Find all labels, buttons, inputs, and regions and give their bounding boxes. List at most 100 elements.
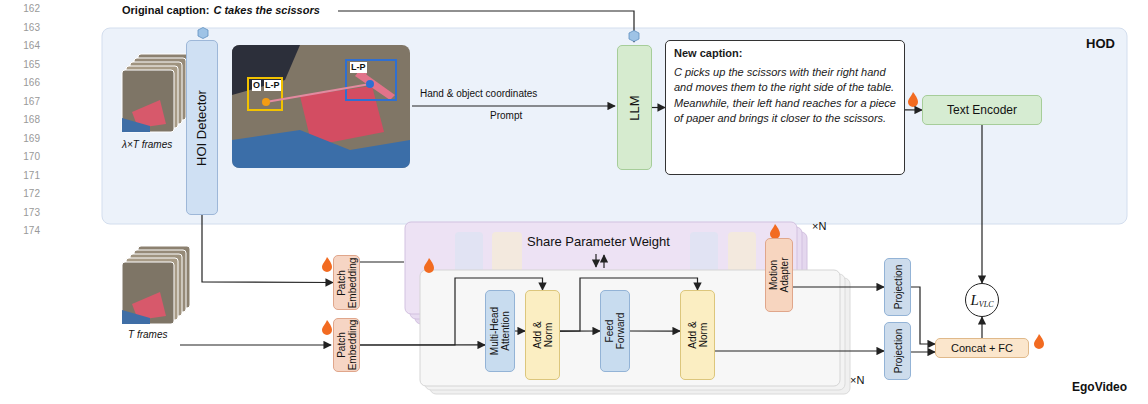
node-label: Concat + FC (951, 342, 1013, 354)
flow-arrow (360, 278, 543, 345)
shared-transformer-panel (492, 232, 522, 272)
norm-box: Add & Norm (525, 290, 560, 380)
caption-title: New caption: (674, 46, 896, 62)
shared-transformer-panel (728, 232, 756, 272)
node-label: Projection (892, 324, 903, 378)
flow-arrow (515, 330, 525, 331)
node-label: Feed Forward (604, 308, 626, 354)
repeat-label: ×N (812, 220, 826, 233)
hoi-image (366, 80, 374, 88)
caption-arrow (338, 11, 634, 42)
flow-arrow (793, 286, 884, 287)
hoi-image (232, 130, 410, 168)
node-label: Patch Embedding (336, 257, 358, 309)
trainable-icon (770, 224, 780, 239)
frame-stack (122, 310, 150, 324)
flow-arrow (652, 107, 665, 108)
caption-heading: Original caption: (122, 4, 209, 17)
share-arrows (595, 254, 596, 267)
flow-arrow (905, 109, 922, 110)
embedding-box: Patch Embedding (333, 318, 360, 372)
line-number: 164 (6, 40, 40, 52)
projection-box: Projection (884, 258, 911, 316)
loss-symbol: L (970, 292, 978, 309)
embedding-box: Patch Embedding (333, 255, 360, 310)
trainable-icon (322, 257, 332, 272)
line-number: 174 (6, 225, 40, 237)
repeat-label: ×N (850, 374, 864, 387)
feedforward-box: Feed Forward (600, 290, 630, 372)
line-number: 167 (6, 96, 40, 108)
caption-text: C takes the scissors (213, 4, 319, 17)
box-tag: O (252, 80, 261, 91)
arrow-label: Hand & object coordinates (420, 88, 537, 100)
encoder-box: Text Encoder (922, 95, 1042, 125)
box-tag: L-P (264, 80, 281, 91)
frame-stack (122, 54, 190, 132)
trainable-icon (424, 258, 434, 273)
prompt-arrow (412, 105, 615, 106)
node-label: Multi-Head Attention (489, 293, 511, 369)
line-number: 173 (6, 207, 40, 219)
share-arrows (596, 254, 604, 268)
frame-stack (122, 118, 150, 132)
trainable-icon (1034, 334, 1044, 349)
input-arrow (360, 261, 404, 262)
projection-box: Projection (884, 322, 911, 380)
node-label: HOD (1086, 36, 1115, 51)
detector-box: HOI Detector (186, 40, 218, 215)
caption-arrow (338, 11, 634, 42)
flow-arrow (981, 317, 982, 338)
frame-stack (122, 246, 190, 324)
flow-arrow (715, 350, 884, 351)
box-tag: L-P (350, 62, 367, 73)
line-number: 171 (6, 170, 40, 182)
node-label: Add & Norm (687, 315, 709, 355)
caption-box: New caption: C picks up the scissors with… (665, 40, 905, 175)
line-number: 170 (6, 151, 40, 163)
frame-stack (122, 70, 174, 132)
node-label: Add & Norm (532, 315, 554, 355)
line-number: 172 (6, 188, 40, 200)
input-arrow (180, 262, 404, 345)
frame-stack (122, 262, 174, 324)
line-number: 166 (6, 77, 40, 89)
input-arrow (180, 344, 331, 345)
arrow-label: Prompt (490, 110, 522, 122)
node-label: Text Encoder (947, 103, 1017, 117)
hod-band-fill (102, 28, 1127, 224)
trainable-icon (908, 92, 918, 107)
flow-arrow (911, 287, 935, 344)
hoi-image (232, 45, 410, 168)
frozen-icon (198, 28, 208, 39)
prompt-arrow (412, 106, 615, 107)
frames-label: T frames (128, 329, 167, 341)
node-label: Motion Adapter (768, 242, 790, 308)
attention-box: Multi-Head Attention (485, 290, 515, 372)
frozen-icon (198, 28, 639, 42)
caption-body: C picks up the scissors with their right… (674, 65, 896, 127)
flow-arrow (911, 351, 935, 352)
line-number: 169 (6, 133, 40, 145)
trainable-icon (322, 320, 332, 335)
line-number: 163 (6, 22, 40, 34)
hoi-image (232, 45, 410, 168)
share-arrows (603, 255, 604, 268)
node-label: Patch Embedding (336, 319, 358, 371)
model-label: EgoVideo (1072, 380, 1127, 394)
adapter-box: Motion Adapter (765, 238, 793, 312)
line-number: 168 (6, 114, 40, 126)
hoi-image (248, 78, 282, 110)
shared-transformer-panel (690, 232, 718, 272)
flow-arrow (202, 215, 333, 283)
node-label: Projection (892, 260, 903, 314)
share-label: Share Parameter Weight (527, 234, 670, 250)
hod-band-fill (102, 28, 1127, 224)
shared-transformer-panel (455, 232, 483, 272)
hoi-image (262, 98, 270, 106)
hod-band: HOI DetectorLLMNew caption:C picks up th… (102, 28, 1127, 224)
loss-subscript: VLC (979, 300, 994, 309)
norm-box: Add & Norm (680, 290, 715, 380)
frozen-icon (629, 31, 639, 42)
flow-arrow (630, 330, 680, 331)
